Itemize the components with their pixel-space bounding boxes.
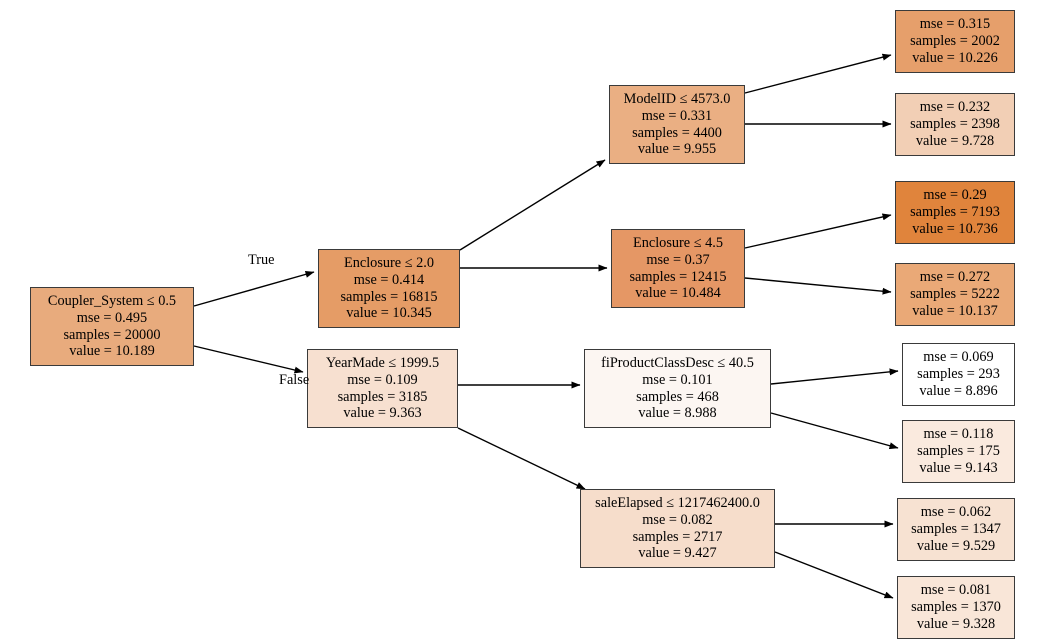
edge-enclosure45-to-leaf3 xyxy=(744,213,892,249)
leaf-mse-0232-value: value = 9.728 xyxy=(915,132,995,149)
leaf-mse-0081-value: value = 9.328 xyxy=(916,615,996,632)
leaf-mse-0272-value: value = 10.137 xyxy=(912,302,998,319)
leaf-mse-029-value: value = 10.736 xyxy=(912,220,998,237)
node-yearmade-mse: mse = 0.109 xyxy=(347,371,418,388)
node-yearmade-value: value = 9.363 xyxy=(343,405,422,422)
leaf-mse-0069-value: value = 8.896 xyxy=(919,382,998,399)
node-saleelapsed-value: value = 9.427 xyxy=(638,545,717,562)
leaf-mse-0232-mse: mse = 0.232 xyxy=(919,99,991,116)
leaf-mse-0062-value: value = 9.529 xyxy=(916,537,996,554)
leaf-mse-0062-mse: mse = 0.062 xyxy=(920,504,992,521)
edge-enclosure45-to-leaf4 xyxy=(744,277,892,295)
leaf-mse-029-mse: mse = 0.29 xyxy=(923,187,987,204)
edge-modelid-to-leaf1 xyxy=(744,53,892,94)
node-yearmade-condition: YearMade ≤ 1999.5 xyxy=(325,354,440,371)
node-coupler-system-mse: mse = 0.495 xyxy=(76,309,148,326)
node-enclosure-45-samples: samples = 12415 xyxy=(629,268,727,285)
node-fiproductclassdesc-condition: fiProductClassDesc ≤ 40.5 xyxy=(601,354,754,371)
leaf-mse-0315-value: value = 10.226 xyxy=(912,49,998,66)
node-enclosure-45-mse: mse = 0.37 xyxy=(646,251,710,268)
leaf-mse-0315-mse: mse = 0.315 xyxy=(919,16,991,33)
node-yearmade-samples: samples = 3185 xyxy=(337,388,428,405)
node-coupler-system-value: value = 10.189 xyxy=(69,343,155,360)
edge-saleelapsed-to-leaf8 xyxy=(774,551,894,599)
node-coupler-system-condition: Coupler_System ≤ 0.5 xyxy=(47,292,177,309)
leaf-mse-0062-samples: samples = 1347 xyxy=(911,521,1001,538)
node-modelid-mse: mse = 0.331 xyxy=(641,107,713,124)
leaf-mse-0118-value: value = 9.143 xyxy=(919,459,998,476)
leaf-mse-0118-samples: samples = 175 xyxy=(917,443,1000,460)
leaf-mse-0118-mse: mse = 0.118 xyxy=(923,426,994,443)
node-enclosure-2-mse: mse = 0.414 xyxy=(353,271,425,288)
edge-root-to-yearmade xyxy=(193,345,304,374)
node-enclosure-45-value: value = 10.484 xyxy=(635,285,721,302)
edge-root-to-enclosure2 xyxy=(193,270,315,307)
leaf-mse-0315-samples: samples = 2002 xyxy=(910,33,1000,50)
leaf-mse-0081-mse: mse = 0.081 xyxy=(920,582,992,599)
leaf-mse-0081-samples: samples = 1370 xyxy=(911,599,1001,616)
edge-fiproduct-to-leaf5 xyxy=(770,368,899,385)
leaf-mse-0272-mse: mse = 0.272 xyxy=(919,269,991,286)
node-modelid-samples: samples = 4400 xyxy=(632,124,722,141)
edge-label-false: False xyxy=(279,372,310,388)
node-enclosure-2-samples: samples = 16815 xyxy=(340,288,438,305)
node-fiproductclassdesc-value: value = 8.988 xyxy=(638,405,717,422)
node-saleelapsed-mse: mse = 0.082 xyxy=(642,511,713,528)
node-saleelapsed-condition: saleElapsed ≤ 1217462400.0 xyxy=(595,494,760,511)
node-coupler-system-samples: samples = 20000 xyxy=(63,326,161,343)
leaf-mse-029-samples: samples = 7193 xyxy=(910,204,1000,221)
leaf-mse-0272-samples: samples = 5222 xyxy=(910,286,1000,303)
node-modelid-value: value = 9.955 xyxy=(637,141,717,158)
node-modelid-condition: ModelID ≤ 4573.0 xyxy=(623,90,731,107)
node-enclosure-2-value: value = 10.345 xyxy=(346,305,432,322)
node-fiproductclassdesc-mse: mse = 0.101 xyxy=(642,371,713,388)
node-saleelapsed-samples: samples = 2717 xyxy=(632,528,723,545)
edge-yearmade-to-saleelapsed xyxy=(457,427,586,490)
node-enclosure-45-condition: Enclosure ≤ 4.5 xyxy=(632,234,724,251)
edge-label-true: True xyxy=(248,252,275,268)
node-fiproductclassdesc-samples: samples = 468 xyxy=(636,388,719,405)
leaf-mse-0232-samples: samples = 2398 xyxy=(910,116,1000,133)
node-enclosure-2-condition: Enclosure ≤ 2.0 xyxy=(343,254,435,271)
leaf-mse-0069-mse: mse = 0.069 xyxy=(923,349,994,366)
edge-enclosure2-to-modelid xyxy=(459,159,606,251)
edge-fiproduct-to-leaf6 xyxy=(770,412,899,450)
leaf-mse-0069-samples: samples = 293 xyxy=(917,366,1000,383)
